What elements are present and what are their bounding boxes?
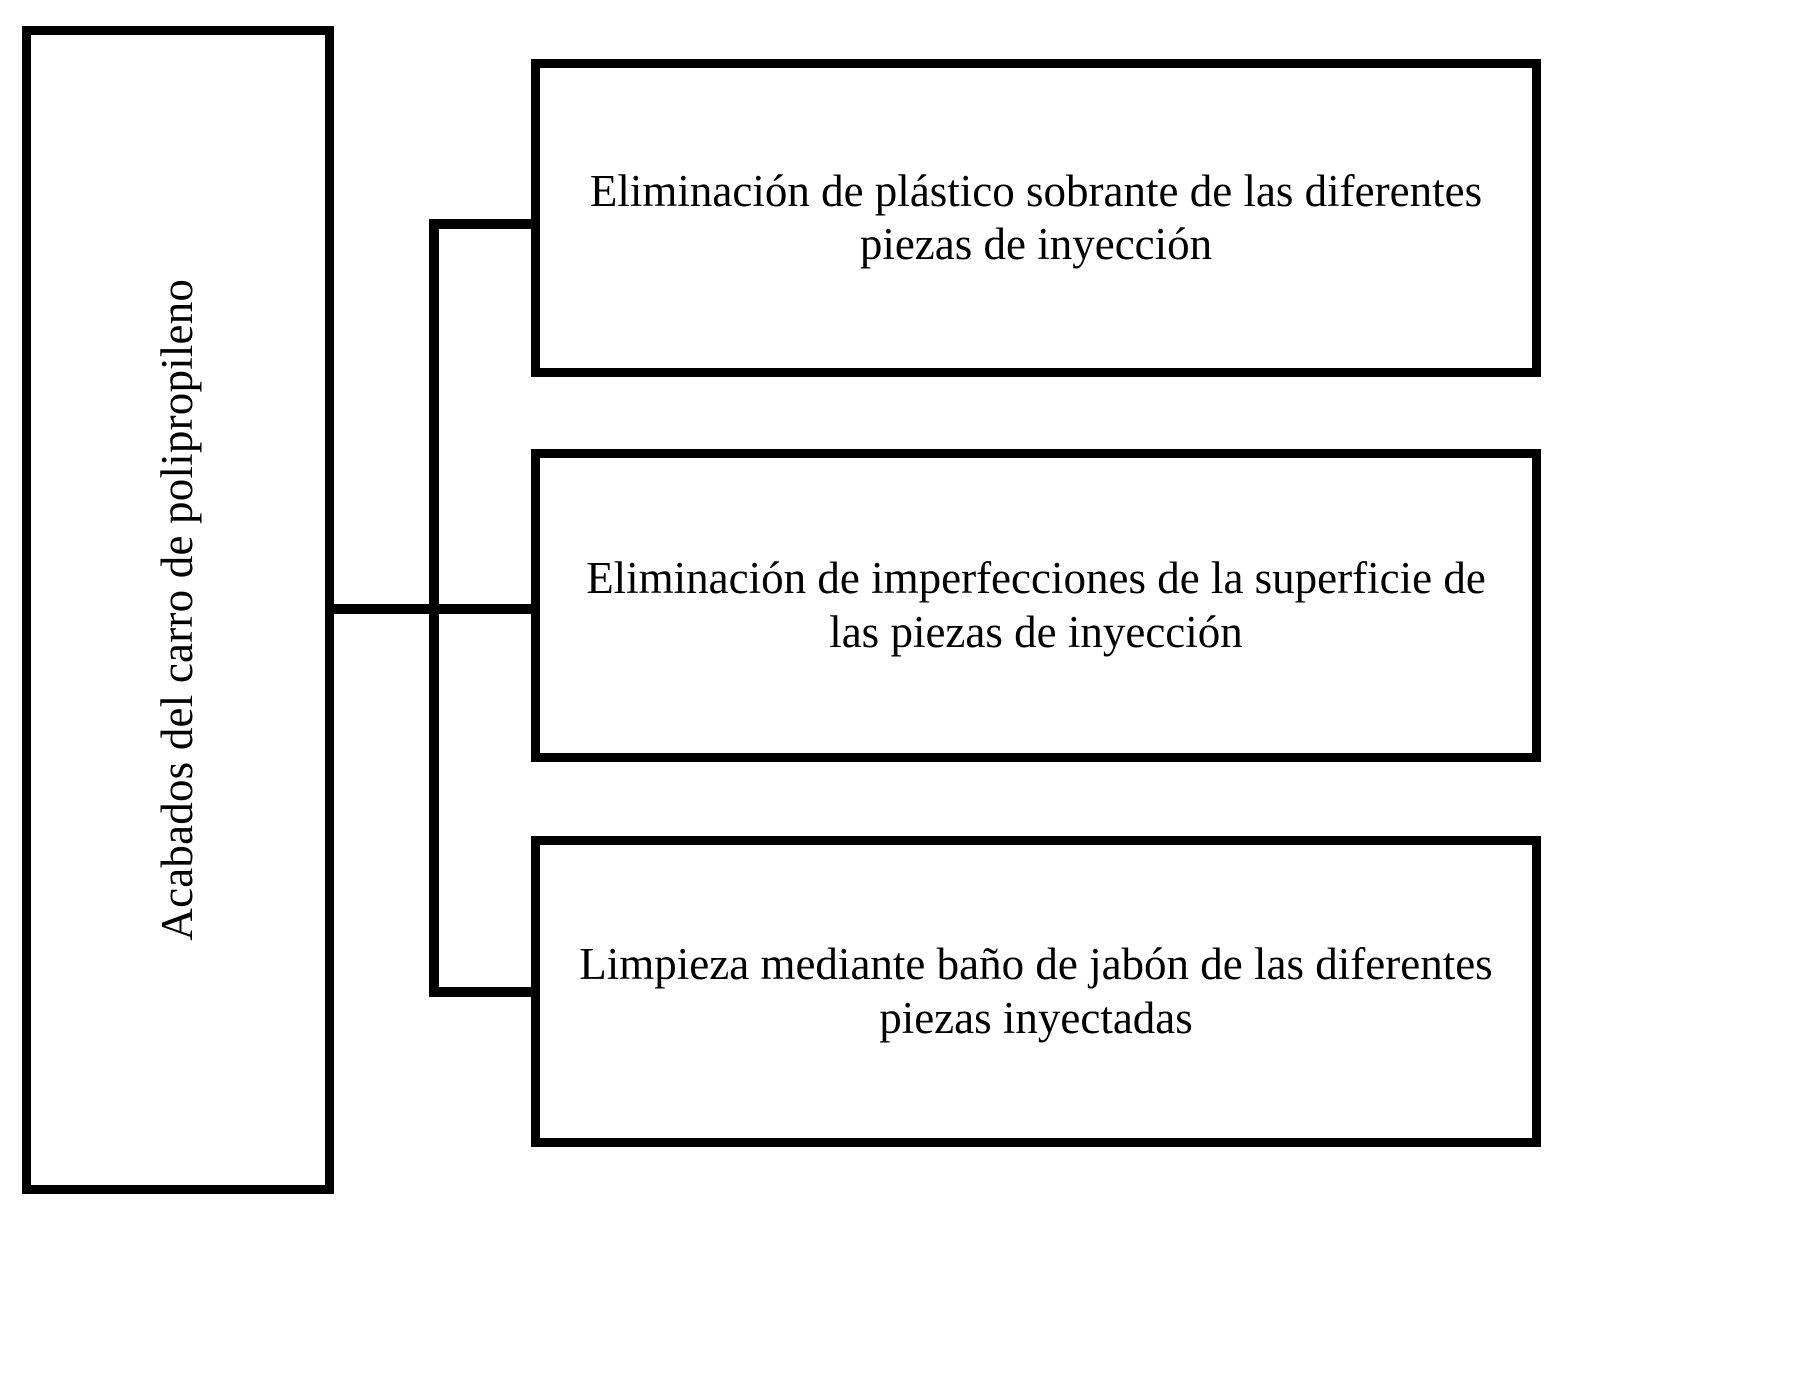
- branch-node-box-2[interactable]: Eliminación de imperfecciones de la supe…: [531, 449, 1541, 762]
- branch-node-box-3[interactable]: Limpieza mediante baño de jabón de las d…: [531, 836, 1541, 1147]
- branch-node-label-3: Limpieza mediante baño de jabón de las d…: [579, 939, 1493, 1043]
- branch-node-label-1: Eliminación de plástico sobrante de las …: [589, 165, 1483, 269]
- connector-branch-1: [429, 219, 537, 229]
- connector-branch-3: [429, 987, 537, 997]
- branch-node-label-2: Eliminación de imperfecciones de la supe…: [586, 553, 1486, 657]
- branch-node-box-1[interactable]: Eliminación de plástico sobrante de las …: [531, 59, 1541, 377]
- root-node-box[interactable]: Acabados del carro de polipropileno: [22, 26, 334, 1194]
- connector-branch-2: [429, 604, 537, 614]
- root-node-label: Acabados del carro de polipropileno: [152, 279, 203, 941]
- connector-root-stub: [330, 604, 438, 614]
